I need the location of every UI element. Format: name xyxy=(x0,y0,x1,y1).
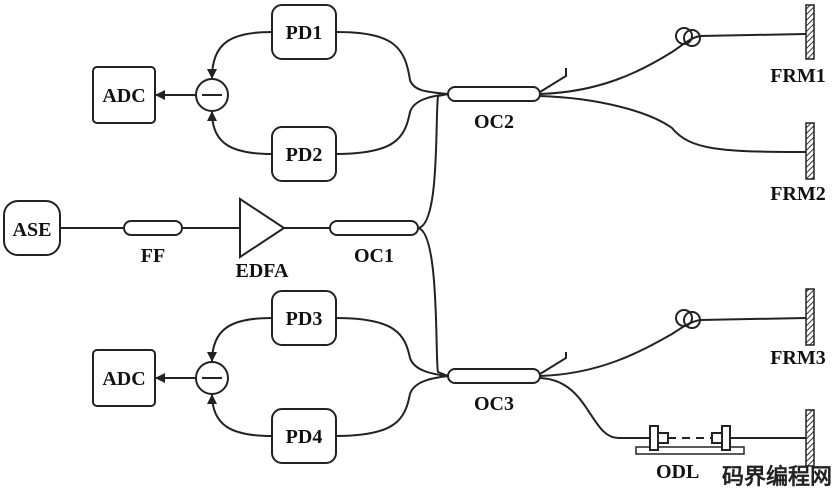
adc-top-label: ADC xyxy=(102,85,145,107)
adc-bottom-label: ADC xyxy=(102,368,145,390)
pd2-detector: PD2 xyxy=(271,126,337,182)
fiber-coil-top xyxy=(675,27,701,47)
pd2-label: PD2 xyxy=(286,144,323,166)
mirror-bottom xyxy=(805,409,815,467)
oc3-label: OC3 xyxy=(474,393,514,415)
subtractor-top xyxy=(195,78,229,112)
frm2-mirror: FRM2 xyxy=(770,122,826,205)
fiber-coil-bottom xyxy=(675,309,701,329)
adc-top: ADC xyxy=(92,66,156,124)
oc1-coupler: OC1 xyxy=(329,220,419,267)
odl-label: ODL xyxy=(656,461,699,483)
frm2-label: FRM2 xyxy=(770,183,826,205)
pd4-detector: PD4 xyxy=(271,408,337,464)
oc2-coupler: OC2 xyxy=(447,86,541,133)
ff-filter: FF xyxy=(123,220,183,267)
frm1-mirror: FRM1 xyxy=(770,4,826,87)
watermark-text: 码界编程网 xyxy=(722,464,832,490)
pd1-label: PD1 xyxy=(286,22,323,44)
pd1-detector: PD1 xyxy=(271,4,337,60)
subtractor-bottom xyxy=(195,361,229,395)
ff-label: FF xyxy=(141,245,165,267)
odl-delay-line: ODL xyxy=(635,425,745,483)
ase-label: ASE xyxy=(13,219,52,241)
oc1-label: OC1 xyxy=(354,245,394,267)
oc3-coupler: OC3 xyxy=(447,368,541,415)
pd3-label: PD3 xyxy=(286,308,323,330)
pd4-label: PD4 xyxy=(286,426,323,448)
edfa-label: EDFA xyxy=(236,260,290,282)
oc2-label: OC2 xyxy=(474,111,514,133)
edfa-amplifier: EDFA xyxy=(236,197,290,282)
adc-bottom: ADC xyxy=(92,349,156,407)
pd3-detector: PD3 xyxy=(271,290,337,346)
frm1-label: FRM1 xyxy=(770,65,826,87)
frm3-label: FRM3 xyxy=(770,347,826,369)
ase-source: ASE xyxy=(3,200,61,256)
fiber-paths xyxy=(60,31,807,440)
frm3-mirror: FRM3 xyxy=(770,288,826,369)
